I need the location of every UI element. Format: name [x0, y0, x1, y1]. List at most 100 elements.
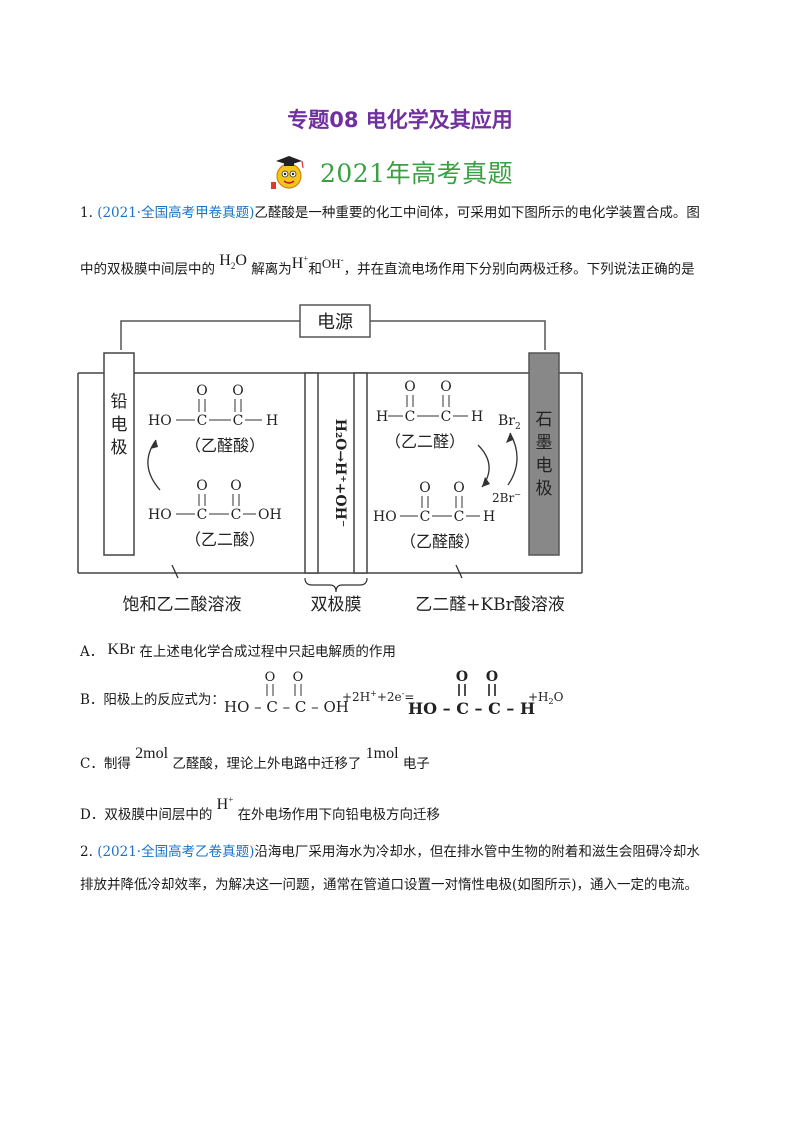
atom-o1: O	[196, 478, 207, 494]
mascot-logo-icon	[271, 156, 304, 189]
option-c-text1: 乙醛酸，理论上外电路中迁移了	[172, 756, 362, 772]
lead-electrode-char3: 极	[111, 438, 128, 458]
left-solution-label: 饱和乙二酸溶液	[123, 595, 242, 615]
atom-ho: HO	[148, 507, 172, 523]
section-subtitle: 2021年高考真题	[320, 159, 514, 188]
option-d[interactable]: D．双极膜中间层中的 H+ 在外电场作用下向铅电极方向迁移	[80, 795, 441, 824]
oh-text: OH	[321, 256, 341, 272]
b-e-sup: -	[402, 689, 405, 698]
option-d-text: 在外电场作用下向铅电极方向迁移	[237, 807, 441, 823]
graphite-electrode-char1: 石	[536, 410, 553, 430]
left-label-pointer	[171, 564, 179, 579]
graphite-electrode-char3: 电	[536, 456, 553, 476]
option-d-label: D．双极膜中间层中的	[80, 807, 213, 823]
b-e: +2e	[377, 690, 402, 704]
atom-o2: O	[440, 379, 451, 395]
hplus-h: H	[291, 255, 304, 273]
right-label-pointer	[455, 564, 463, 579]
wire-left	[120, 320, 300, 350]
hplus-formula: H+	[291, 254, 309, 273]
left-top-molecule: O O HO C C H	[148, 383, 278, 429]
b-eq: =	[404, 690, 414, 704]
right-bottom-name: （乙醛酸）	[400, 532, 480, 551]
atom-ho: HO	[148, 413, 172, 429]
d-h: H	[216, 796, 229, 813]
q1-stem-line2: 中的双极膜中间层中的 H2O 解离为H+和OH-，并在直流电场作用下分别向两极迁…	[80, 252, 730, 285]
graphite-electrode-char2: 墨	[536, 433, 553, 453]
graphite-electrode-char4: 极	[536, 479, 553, 499]
atom-h2: H	[471, 409, 483, 425]
q1-and: 和	[308, 261, 322, 278]
d-h-sup: +	[228, 794, 234, 805]
arrow-head	[482, 477, 490, 487]
q2-text2: 排放并降低冷却效率，为解决这一问题，通常在管道口设置一对惰性电极(如图所示)，通…	[80, 877, 699, 893]
atom-o2: O	[230, 478, 241, 494]
b-plus-sup: +	[370, 689, 377, 698]
atom-o2: O	[232, 383, 243, 399]
option-a-text: 在上述电化学合成过程中只起电解质的作用	[139, 644, 396, 660]
h2o-formula: H2O	[219, 252, 247, 271]
atom-o1: O	[404, 379, 415, 395]
c-mol2: 1mol	[365, 745, 399, 762]
membrane-reaction: H₂O→H⁺+OH⁻	[332, 419, 348, 527]
question-number: 1.	[80, 205, 93, 221]
left-bottom-name: （乙二酸）	[185, 530, 265, 549]
left-bottom-molecule: O O HO C C OH	[148, 478, 282, 523]
br-minus-text: 2Br	[492, 491, 514, 505]
atom-h: H	[266, 413, 278, 429]
option-a-label: A．	[80, 644, 104, 660]
q1-text-c: ，并在直流电场作用下分别向两极迁移。下列说法正确的是	[343, 261, 695, 278]
atom-c1: C	[197, 507, 208, 523]
left-top-name: （乙醛酸）	[185, 436, 265, 455]
b-h2o-o: O	[554, 690, 564, 704]
membrane-right-layer	[353, 372, 368, 574]
b-h2o-sub: 2	[549, 697, 554, 706]
membrane-brace	[304, 577, 368, 593]
atom-o3: O	[456, 669, 468, 685]
page-title: 专题08 电化学及其应用	[287, 108, 513, 132]
option-c[interactable]: C．制得 2mol 乙醛酸，理论上外电路中迁移了 1mol 电子	[80, 745, 430, 773]
atom-c1: C	[420, 509, 431, 525]
wire-right	[370, 320, 546, 350]
atom-h: H	[483, 509, 495, 525]
atom-oh: OH	[258, 507, 282, 523]
b-h2o-h: +H	[528, 690, 549, 704]
q1-stem-line1: 1. (2021·全国高考甲卷真题)乙醛酸是一种重要的化工中间体，可采用如下图所…	[80, 203, 730, 223]
right-top-name: （乙二醛）	[385, 432, 465, 451]
electrochemical-cell-diagram: 电源 铅 电 极 石 墨 电 极 H₂O→H⁺+OH⁻ O O HO C C H…	[77, 304, 583, 615]
ohminus-formula: OH-	[321, 255, 344, 272]
atom-o1: O	[419, 480, 430, 496]
atom-o1: O	[196, 383, 207, 399]
product-chain: HO – C – C – H	[408, 699, 535, 718]
atom-o4: O	[486, 669, 498, 685]
b-reactants-rest: +2H++2e-=	[342, 689, 414, 704]
h2o-o: O	[235, 252, 247, 270]
option-a[interactable]: A． KBr 在上述电化学合成过程中只起电解质的作用	[80, 640, 396, 661]
option-b-label-wrap[interactable]: B．阳极上的反应式为：	[80, 688, 225, 708]
hplus-sup: +	[303, 254, 309, 264]
question-number: 2.	[80, 844, 93, 860]
br2-text: Br	[498, 413, 515, 429]
b-h2o: +H2O	[528, 690, 564, 706]
lead-electrode-char1: 铅	[111, 392, 128, 412]
atom-o2: O	[293, 670, 304, 685]
lead-electrode	[103, 352, 135, 556]
q1-text: 乙醛酸是一种重要的化工中间体，可采用如下图所示的电化学装置合成。图	[254, 205, 700, 221]
q1-text-a: 中的双极膜中间层中的	[80, 261, 215, 278]
membrane-label: 双极膜	[311, 595, 362, 615]
question-source-link[interactable]: (2021·全国高考乙卷真题)	[97, 844, 255, 860]
oh-sup: -	[340, 255, 344, 265]
br2-label: Br2	[498, 413, 521, 432]
br-minus-label: 2Br−	[492, 490, 521, 505]
power-supply-box	[299, 304, 371, 338]
atom-c1: C	[197, 413, 208, 429]
kbr-formula: KBr	[107, 641, 136, 658]
q1-text-b: 解离为	[251, 261, 292, 278]
br-oxidation-arrow	[507, 432, 518, 486]
question-source-link[interactable]: (2021·全国高考甲卷真题)	[97, 205, 255, 221]
c-mol1: 2mol	[135, 745, 169, 762]
subtitle-block: 2021年高考真题	[268, 152, 513, 192]
atom-h1: H	[376, 409, 388, 425]
atom-o1: O	[265, 670, 276, 685]
br-minus-sup: −	[514, 490, 521, 499]
